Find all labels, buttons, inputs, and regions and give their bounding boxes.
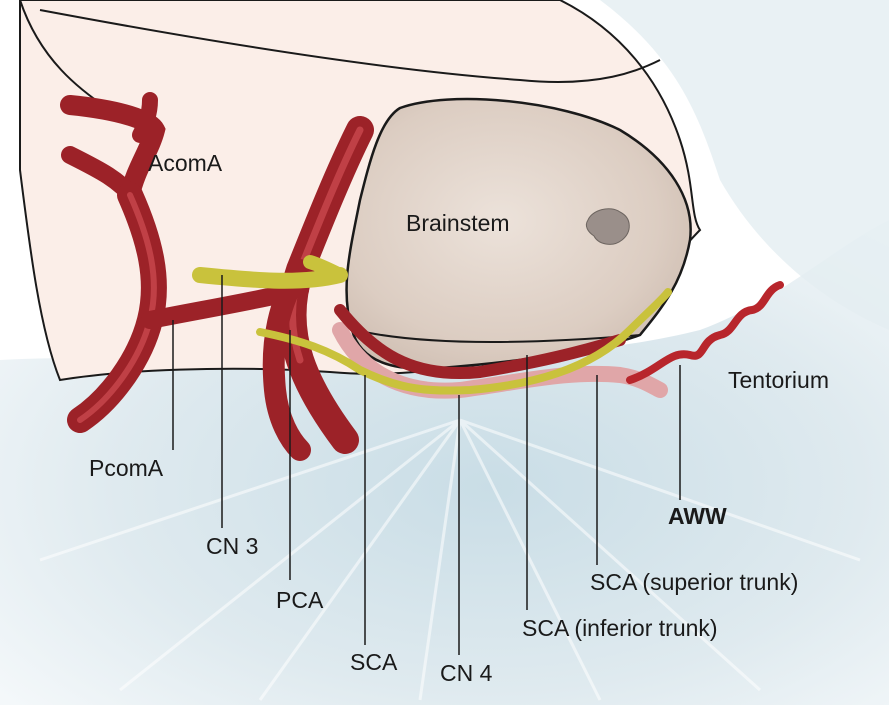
nerves xyxy=(192,255,672,395)
arteries xyxy=(60,92,784,461)
sca-inferior-trunk-label: SCA (inferior trunk) xyxy=(522,615,718,641)
sca-superior-trunk-label: SCA (superior trunk) xyxy=(590,569,799,595)
brainstem-label: Brainstem xyxy=(406,210,510,236)
pcoma-label: PcomA xyxy=(89,455,164,481)
cn3-label: CN 3 xyxy=(206,533,259,559)
acoma-label: AcomA xyxy=(148,150,223,176)
tentorium-label: Tentorium xyxy=(728,367,829,393)
leader-lines xyxy=(172,275,681,655)
aww-label: AWW xyxy=(668,503,727,529)
sca-label: SCA xyxy=(350,649,398,675)
cn4-label: CN 4 xyxy=(440,660,493,686)
pca-label: PCA xyxy=(276,587,324,613)
